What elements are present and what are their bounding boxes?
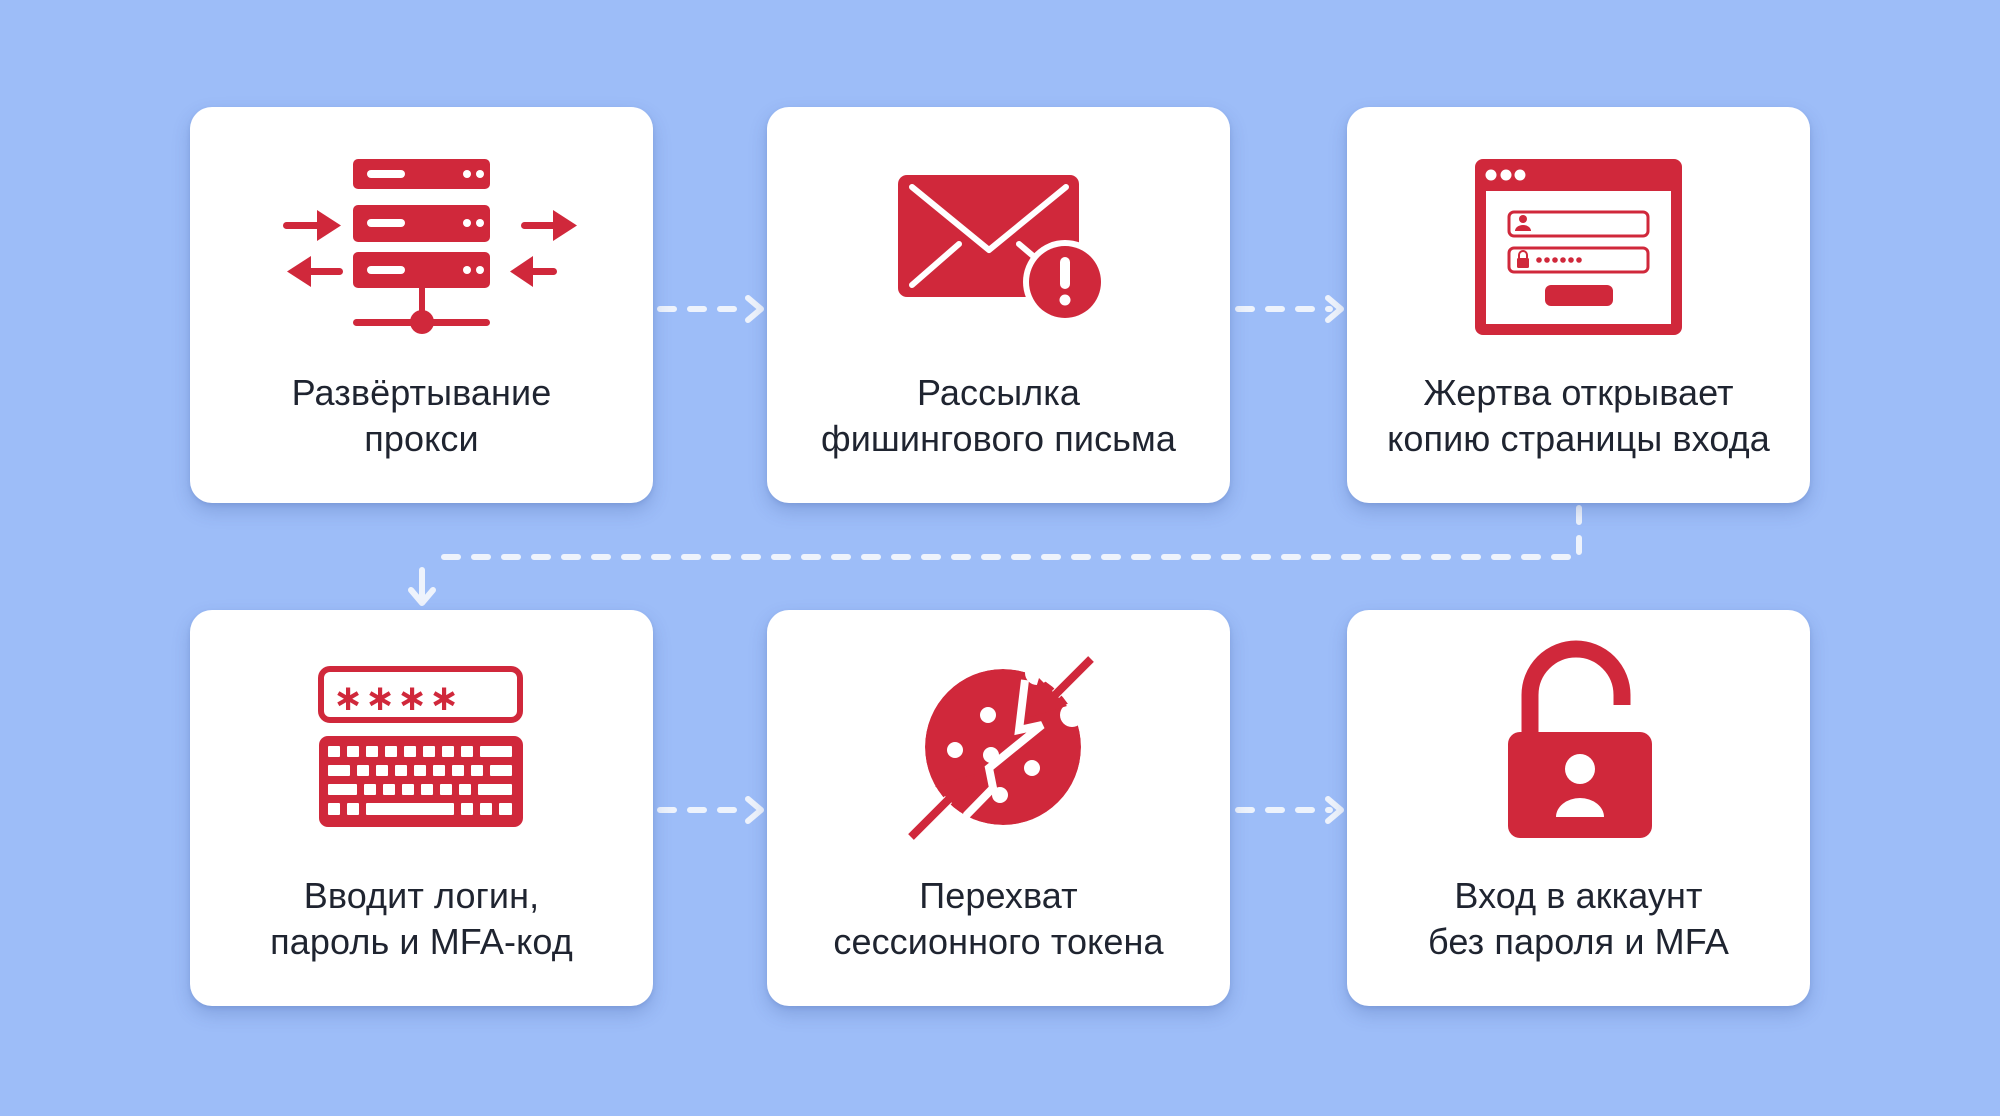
unlocked-account-icon [1508,640,1652,838]
connector-4-5 [657,796,764,824]
step-card-account-access: Вход в аккаунт без пароля и MFA [1347,610,1810,1006]
phishing-email-icon [898,175,1107,324]
svg-text:∗: ∗ [365,678,395,719]
step-label: Перехват сессионного токена [833,875,1164,962]
step-label: Развёртывание прокси [291,372,552,459]
step-card-enter-credentials: ∗∗∗∗ Вводит логин, [190,610,653,1006]
step-card-phishing-email: Рассылка фишингового письма [767,107,1230,503]
server-proxy-icon [283,159,577,334]
step-label: Вводит логин, пароль и MFA-код [270,875,573,962]
step-label: Вход в аккаунт без пароля и MFA [1428,875,1729,962]
step-label: Жертва открывает копию страницы входа [1387,372,1770,459]
svg-text:∗: ∗ [429,678,459,719]
step-card-proxy-deploy: Развёртывание прокси [190,107,653,503]
step-card-fake-login-page: Жертва открывает копию страницы входа [1347,107,1810,503]
connector-1-2 [657,295,764,323]
login-page-icon [1475,159,1682,335]
step-label: Рассылка фишингового письма [821,372,1176,459]
cookie-intercept-icon [906,654,1096,842]
connector-2-3 [1235,295,1344,323]
connector-3-4 [408,505,1582,606]
svg-text:∗: ∗ [333,678,363,719]
svg-text:∗: ∗ [397,678,427,719]
step-card-token-intercept: Перехват сессионного токена [767,610,1230,1006]
connector-5-6 [1235,796,1344,824]
keyboard-password-icon: ∗∗∗∗ [318,666,523,827]
